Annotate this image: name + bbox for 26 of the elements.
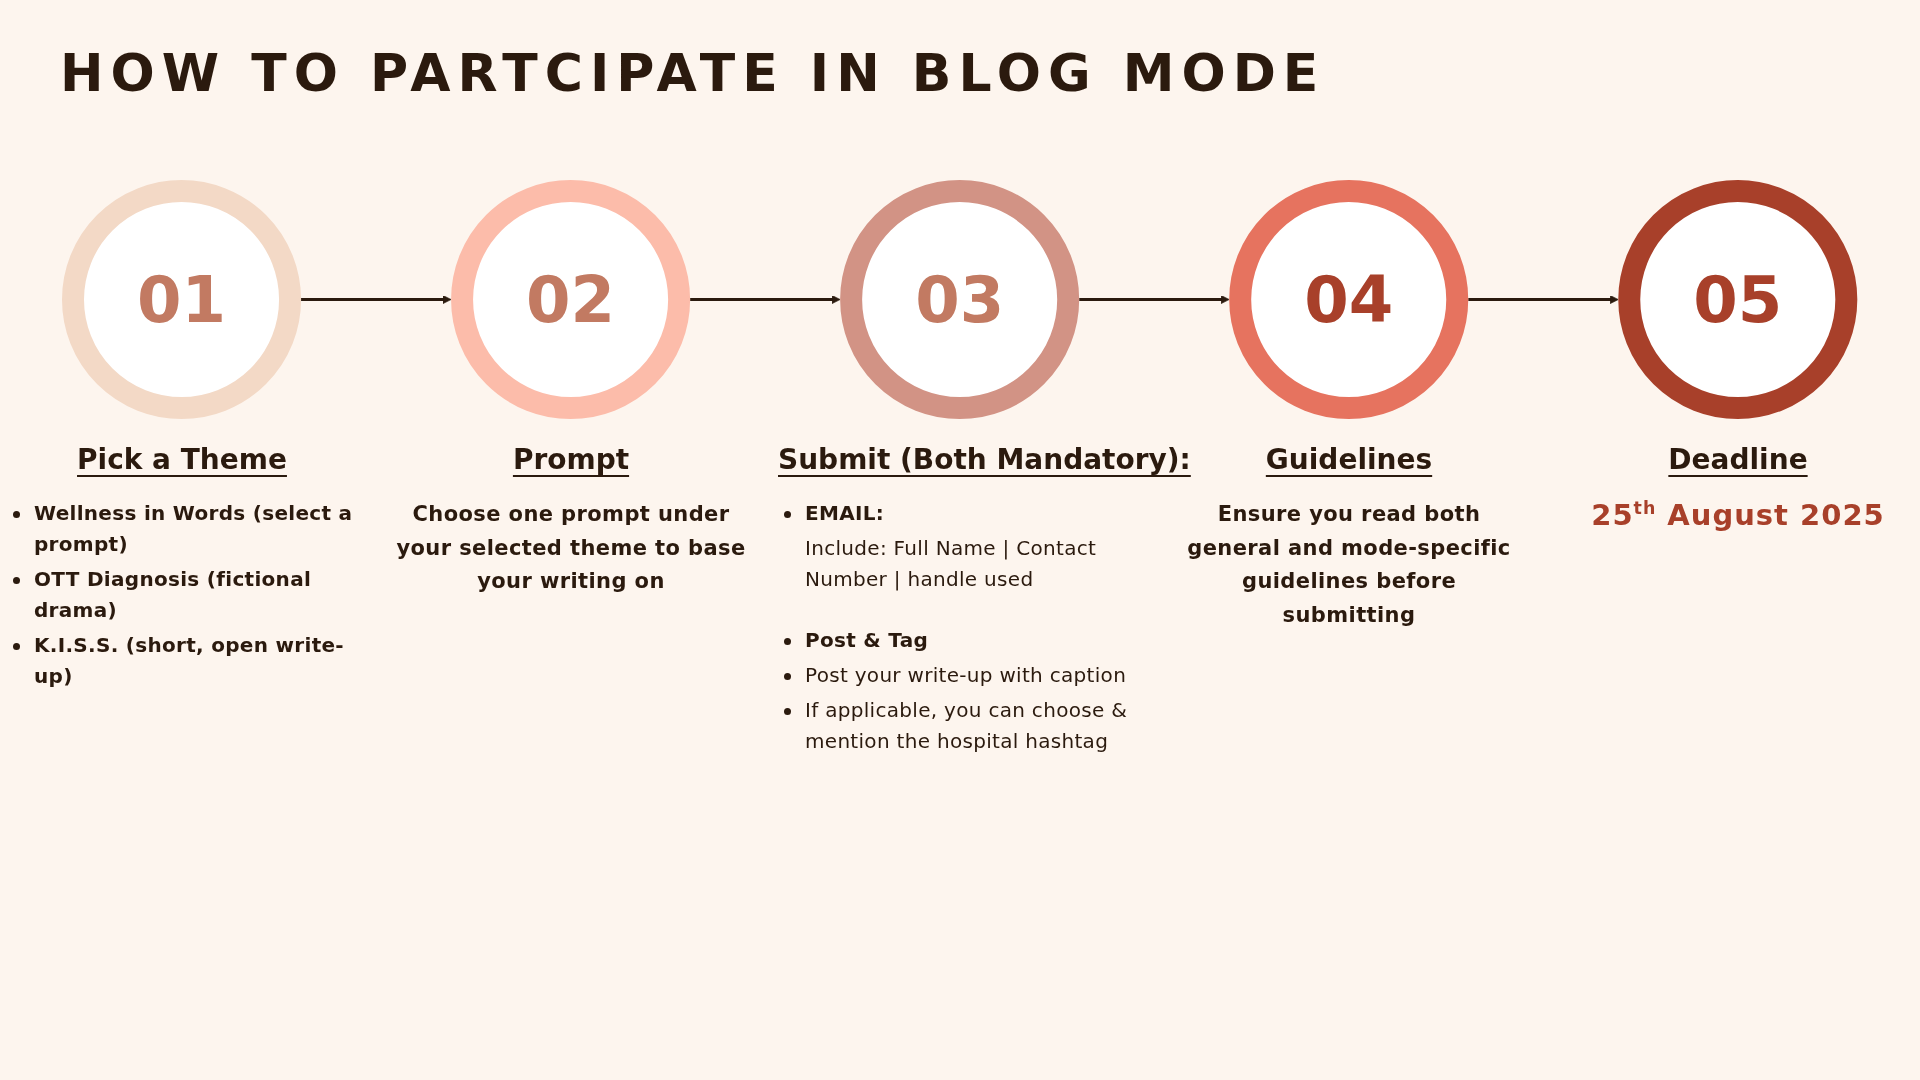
list-item: EMAIL:	[805, 500, 885, 527]
list-item: If applicable, you can choose & mention the hospital hashtag	[805, 697, 1129, 755]
arrow	[1468, 295, 1619, 305]
list-item: Post & Tag	[805, 627, 929, 654]
step-heading: Guidelines	[1265, 443, 1433, 476]
node-circle: 05	[1618, 180, 1858, 420]
step-heading: Pick a Theme	[77, 443, 287, 476]
arrow	[1079, 295, 1230, 305]
step-description: Choose one prompt under your selected theme to base your writing on	[396, 501, 746, 596]
step-heading: Submit (Both Mandatory):	[778, 443, 1191, 476]
node-circle: 04	[1229, 180, 1469, 420]
node-circle: 02	[451, 180, 691, 420]
step-description: Ensure you read both general and mode-specific guidelines before submitting	[1186, 501, 1512, 629]
step-heading: Prompt	[512, 443, 630, 476]
deadline-date: 25$^{th}$ August 2025	[1591, 498, 1885, 532]
arrow	[690, 295, 841, 305]
node-circle: 01	[62, 180, 302, 420]
list-item: Post your write-up with caption	[805, 662, 1127, 689]
diagram-title: HOW TO PARTCIPATE IN BLOG MODE	[60, 42, 1326, 105]
instruction-text: Include: Full Name | Contact Number | handle used	[805, 535, 1098, 593]
list-item: Wellness in Words (select a prompt)	[34, 500, 354, 558]
list-item: K.I.S.S. (short, open write-up)	[34, 632, 345, 690]
step-heading: Deadline	[1668, 443, 1808, 476]
list-item: OTT Diagnosis (fictional drama)	[34, 566, 313, 624]
arrow	[301, 295, 452, 305]
node-circle: 03	[840, 180, 1080, 420]
